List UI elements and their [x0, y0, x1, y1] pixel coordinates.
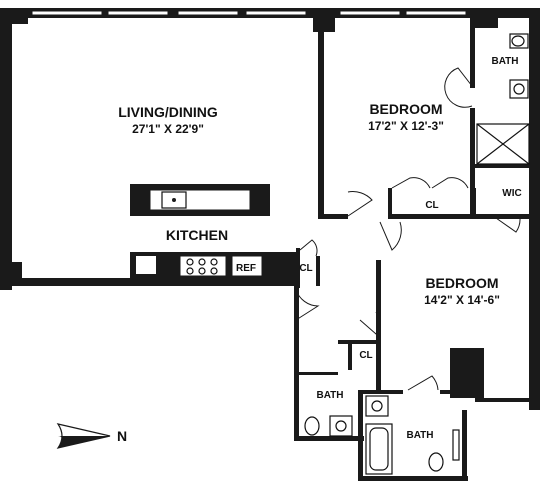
bedroom1-label: BEDROOM — [369, 101, 442, 117]
closet-label-bedroom1: CL — [425, 200, 438, 211]
windows-top — [31, 10, 467, 16]
bath2-fixtures — [304, 415, 353, 437]
bedroom2-label: BEDROOM — [425, 275, 498, 291]
kitchen-label: KITCHEN — [166, 227, 228, 243]
kitchen-counter — [130, 252, 298, 278]
door-swings — [295, 67, 521, 391]
bath3-label: BATH — [406, 430, 433, 441]
bedroom1-dims: 17'2" X 12'-3" — [368, 119, 444, 133]
living-dining-dims: 27'1" X 22'9" — [132, 122, 204, 136]
closet-label-hall: CL — [359, 350, 372, 361]
interior-walls — [294, 18, 529, 481]
kitchen-island — [130, 184, 270, 216]
bath1-fixtures — [476, 33, 530, 165]
closet-label-kitchen: CL — [299, 263, 312, 274]
refrigerator-label: REF — [236, 263, 256, 274]
bath3-fixtures — [365, 395, 460, 475]
north-arrow: N — [56, 423, 127, 449]
bath2-label: BATH — [316, 390, 343, 401]
bedroom2-dims: 14'2" X 14'-6" — [424, 293, 500, 307]
bath1-label: BATH — [491, 56, 518, 67]
room-labels: LIVING/DINING 27'1" X 22'9" KITCHEN REF … — [118, 56, 522, 441]
living-dining-label: LIVING/DINING — [118, 104, 218, 120]
wic-label: WIC — [502, 188, 521, 199]
north-label: N — [117, 428, 127, 444]
